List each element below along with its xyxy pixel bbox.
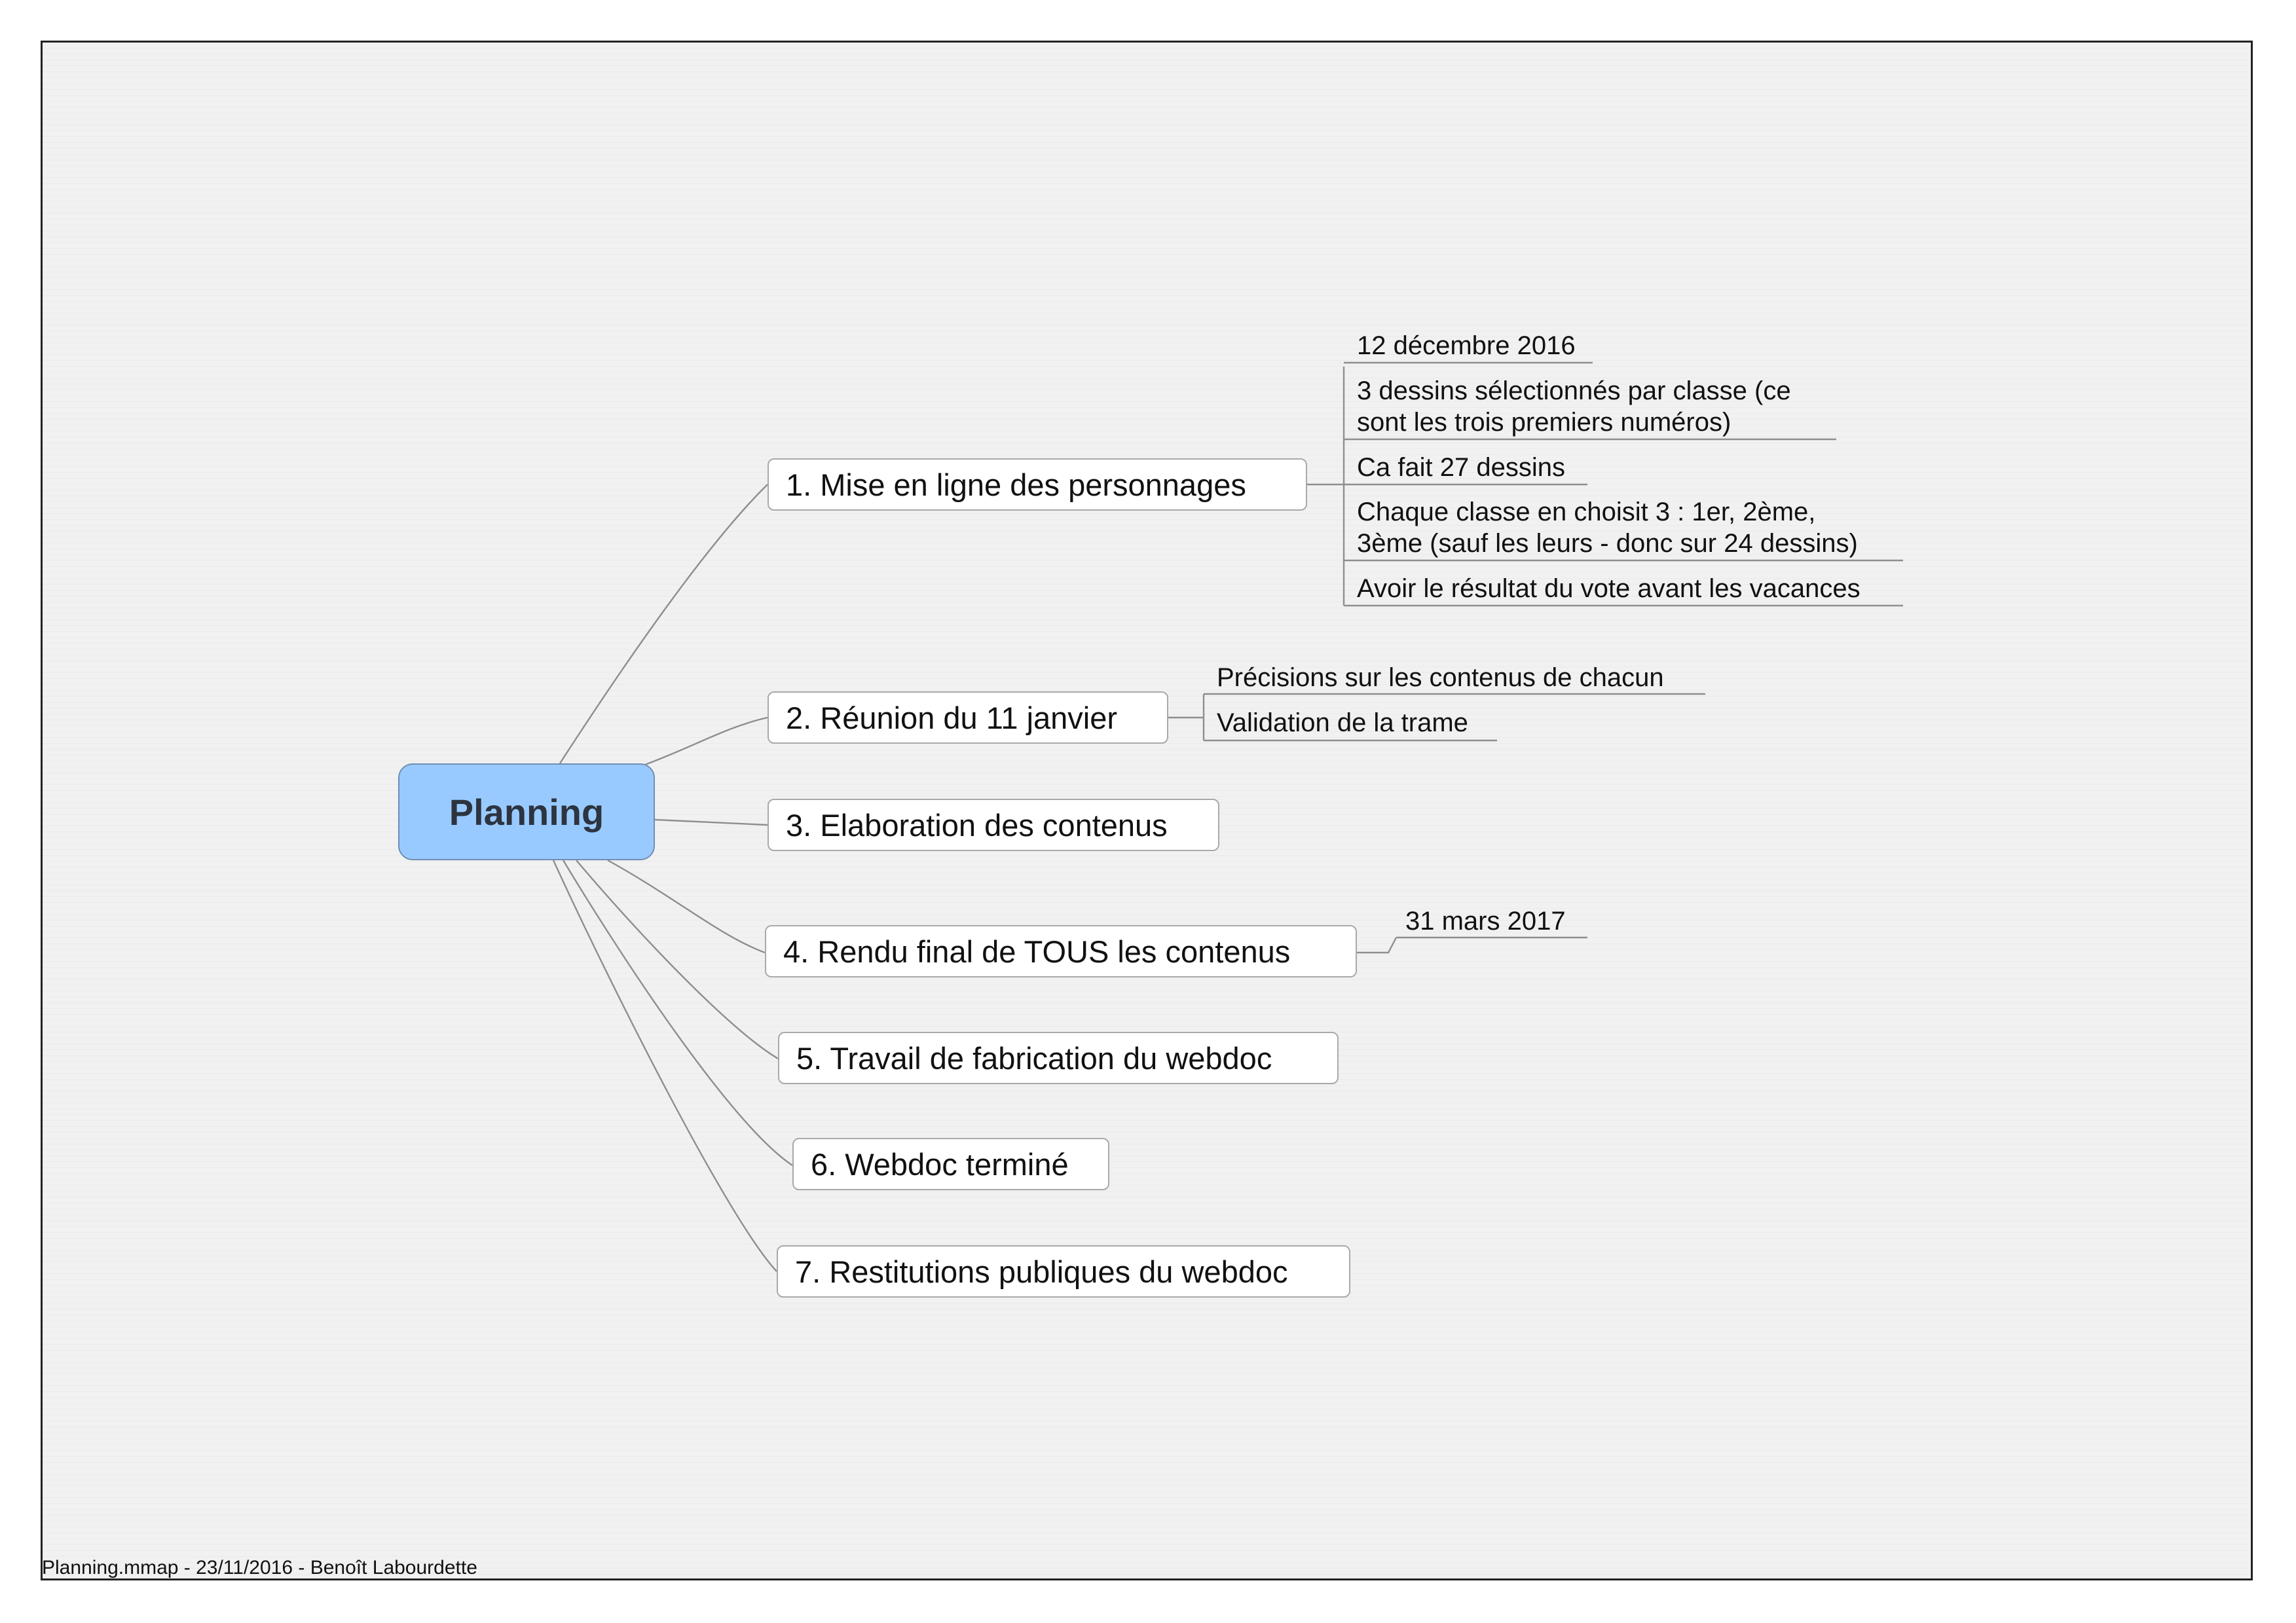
subtopic-1-3[interactable]: Ca fait 27 dessins [1357,453,1565,482]
subtopic-2-1[interactable]: Précisions sur les contenus de chacun [1217,663,1664,692]
topic-2[interactable]: 2. Réunion du 11 janvier [768,691,1168,744]
connector-topic-4 [607,859,766,954]
footer-caption: Planning.mmap - 23/11/2016 - Benoît Labo… [42,1557,477,1578]
subtopic-1-2[interactable]: 3 dessins sélectionnés par classe (ce so… [1357,376,1791,437]
topic-7[interactable]: 7. Restitutions publiques du webdoc [777,1245,1350,1298]
connector-topic-1 [559,484,768,764]
topic-4[interactable]: 4. Rendu final de TOUS les contenus [765,925,1357,977]
subtopic-1-1[interactable]: 12 décembre 2016 [1357,331,1576,360]
topic-6[interactable]: 6. Webdoc terminé [792,1138,1109,1190]
subtopic-2-2[interactable]: Validation de la trame [1217,708,1468,737]
connector-topic-6 [562,860,793,1166]
subtopic-4-1[interactable]: 31 mars 2017 [1405,907,1566,936]
subtopic-1-4[interactable]: Chaque classe en choisit 3 : 1er, 2ème, … [1357,498,1858,558]
central-topic[interactable]: Planning [398,763,655,860]
connector-topic-5 [576,860,779,1060]
connector-t4-hub [1357,937,1398,954]
topic-3[interactable]: 3. Elaboration des contenus [768,799,1219,851]
topic-1[interactable]: 1. Mise en ligne des personnages [768,458,1307,511]
connector-topic-2 [644,716,768,766]
connector-topic-3 [654,818,768,826]
connector-topic-7 [552,860,777,1272]
subtopic-1-5[interactable]: Avoir le résultat du vote avant les vaca… [1357,574,1861,603]
topic-5[interactable]: 5. Travail de fabrication du webdoc [778,1032,1339,1084]
